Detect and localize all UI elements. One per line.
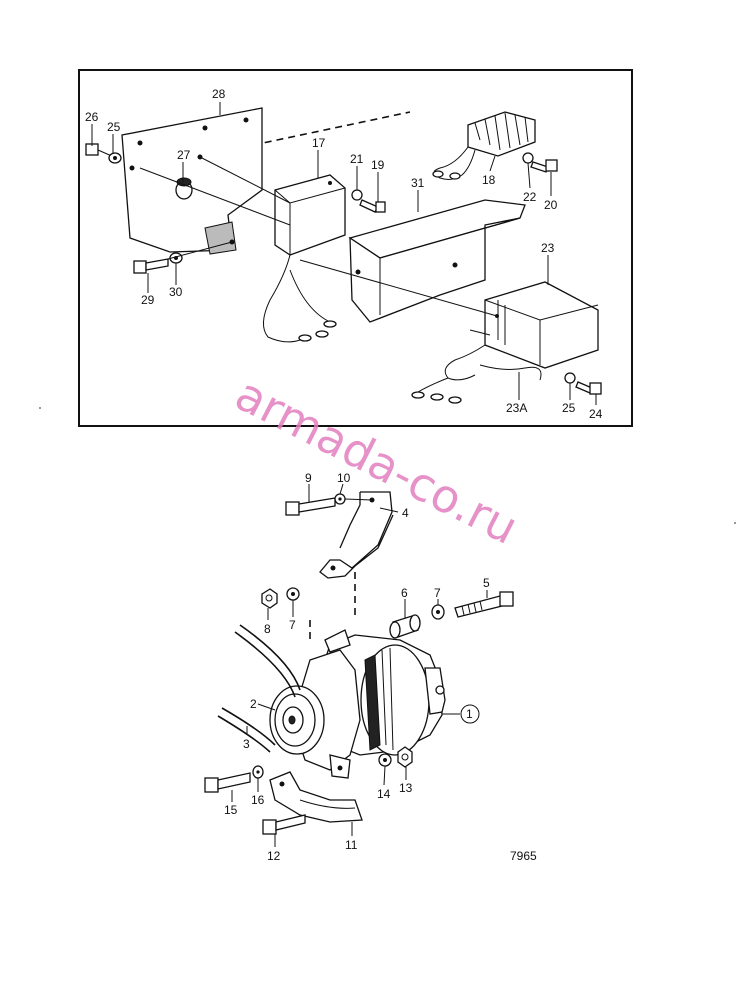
screw-20 <box>530 159 558 173</box>
callout-24: 24 <box>589 407 603 421</box>
nut-13 <box>397 746 413 768</box>
bolt-9 <box>285 497 336 516</box>
regulator-23 <box>411 281 599 404</box>
callout-5: 5 <box>483 576 490 590</box>
bolt-15 <box>204 772 251 793</box>
callout-31: 31 <box>411 176 425 190</box>
callout-25b: 25 <box>562 401 576 415</box>
callout-27: 27 <box>177 148 191 162</box>
top-callouts: 26 25 28 27 17 21 19 18 22 20 31 23 29 3… <box>85 87 603 421</box>
callout-1: 1 <box>466 707 473 721</box>
top-leader-lines <box>91 102 597 405</box>
adjusting-arm-11 <box>269 771 363 823</box>
callout-15: 15 <box>224 803 238 817</box>
washer-25-top <box>108 152 122 164</box>
bottom-callouts: 9 10 4 8 7 6 7 5 1 2 3 15 16 14 13 12 11 <box>224 471 490 863</box>
callout-8: 8 <box>264 622 271 636</box>
washer-14 <box>378 753 392 767</box>
top-panel-frame <box>78 69 633 427</box>
callout-20: 20 <box>544 198 558 212</box>
figure-number: 7965 <box>510 849 537 863</box>
washer-7-right <box>431 604 445 620</box>
callout-16: 16 <box>251 793 265 807</box>
callout-19: 19 <box>371 158 385 172</box>
bolt-29 <box>133 258 169 274</box>
callout-1-circle <box>460 704 480 724</box>
spacer-6 <box>389 614 421 639</box>
bolt-12 <box>262 814 306 835</box>
washer-7-left <box>286 587 300 601</box>
diode-module-18 <box>432 111 536 180</box>
washer-25-bottom <box>564 372 576 384</box>
callout-23A: 23A <box>506 401 527 415</box>
voltage-regulator-17 <box>263 174 346 343</box>
washer-22 <box>522 152 534 164</box>
callout-26: 26 <box>85 110 99 124</box>
drive-belts <box>217 624 301 753</box>
cover-plate-31 <box>348 199 526 323</box>
callout-25: 25 <box>107 120 121 134</box>
callout-14: 14 <box>377 787 391 801</box>
callout-7a: 7 <box>289 618 296 632</box>
mounting-plate <box>121 107 263 255</box>
callout-4: 4 <box>402 506 409 520</box>
callout-30: 30 <box>169 285 183 299</box>
callout-28: 28 <box>212 87 226 101</box>
callout-7b: 7 <box>434 586 441 600</box>
callout-22: 22 <box>523 190 537 204</box>
callout-2: 2 <box>250 697 257 711</box>
screw-24 <box>575 381 602 395</box>
callout-12: 12 <box>267 849 281 863</box>
adjusting-bracket-4 <box>319 491 394 579</box>
screw-19 <box>359 199 386 213</box>
callout-29: 29 <box>141 293 155 307</box>
callout-23: 23 <box>541 241 555 255</box>
callout-13: 13 <box>399 781 413 795</box>
callout-3: 3 <box>243 737 250 751</box>
watermark: armada-co.ru <box>227 367 526 555</box>
callout-6: 6 <box>401 586 408 600</box>
spacer-sleeve <box>175 177 193 200</box>
washer-16 <box>252 765 264 779</box>
callout-18: 18 <box>482 173 496 187</box>
callout-21: 21 <box>350 152 364 166</box>
callout-11: 11 <box>345 838 358 852</box>
callout-10: 10 <box>337 471 351 485</box>
washer-21 <box>351 189 363 201</box>
callout-9: 9 <box>305 471 312 485</box>
dashed-guide-line <box>205 111 411 156</box>
nut-8 <box>261 588 278 609</box>
bolt-5 <box>454 591 514 618</box>
alternator-1 <box>269 629 446 779</box>
bottom-leader-lines <box>231 483 488 847</box>
washer-10 <box>334 493 346 505</box>
callout-17: 17 <box>312 136 326 150</box>
